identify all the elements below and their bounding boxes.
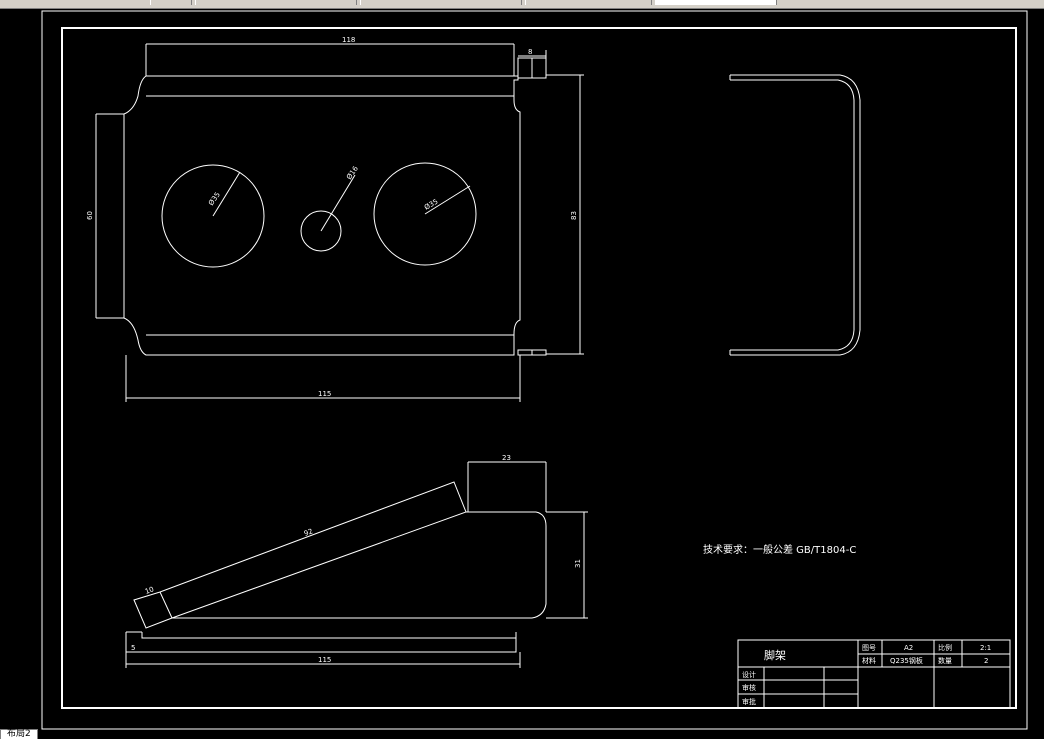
- top-view: [95, 43, 584, 402]
- label-sheet: 图号: [862, 644, 876, 652]
- dim-left-height: 60: [86, 211, 94, 220]
- value-material: Q235钢板: [890, 656, 923, 665]
- label-ratio: 比例: [938, 643, 952, 652]
- dim-side-height: 31: [574, 559, 582, 568]
- label-check: 审核: [742, 683, 756, 692]
- toolbar-input[interactable]: [655, 0, 777, 5]
- tech-requirement: 技术要求：一般公差 GB/T1804-C: [703, 543, 856, 556]
- title-block: [737, 639, 1011, 709]
- toolbar-strip: [0, 0, 1044, 9]
- outer-frame: [41, 10, 1028, 730]
- dim-side-left: 5: [131, 644, 135, 652]
- toolbar-segment[interactable]: [360, 0, 522, 5]
- layout-tab[interactable]: 布局2: [0, 729, 38, 739]
- dim-side-top: 23: [502, 454, 511, 462]
- value-ratio: 2:1: [980, 644, 991, 652]
- dim-right-height: 83: [570, 211, 578, 220]
- side-view-profile: [729, 74, 861, 356]
- front-view: [125, 461, 588, 668]
- dim-hole-center: Ø16: [345, 164, 360, 181]
- hole-right: [373, 162, 477, 266]
- hole-center: [300, 210, 342, 252]
- hole-left: [161, 164, 265, 268]
- toolbar-segment[interactable]: [525, 0, 652, 5]
- dim-bottom-width: 115: [318, 390, 331, 398]
- dim-top-width: 118: [342, 36, 355, 44]
- value-qty: 2: [984, 657, 988, 665]
- value-sheet: A2: [904, 644, 913, 652]
- inner-frame: [61, 27, 1017, 709]
- dim-side-small: 10: [144, 585, 155, 596]
- label-design: 设计: [742, 670, 756, 679]
- label-material: 材料: [862, 656, 876, 665]
- toolbar-segment[interactable]: [195, 0, 357, 5]
- toolbar-segment[interactable]: [150, 0, 192, 5]
- dim-side-bottom: 115: [318, 656, 331, 664]
- dim-tab-width: 8: [528, 48, 532, 56]
- dim-side-slant: 92: [303, 527, 314, 538]
- label-approve: 审批: [742, 697, 756, 706]
- label-qty: 数量: [938, 656, 952, 665]
- drawing-title: 脚架: [764, 648, 786, 662]
